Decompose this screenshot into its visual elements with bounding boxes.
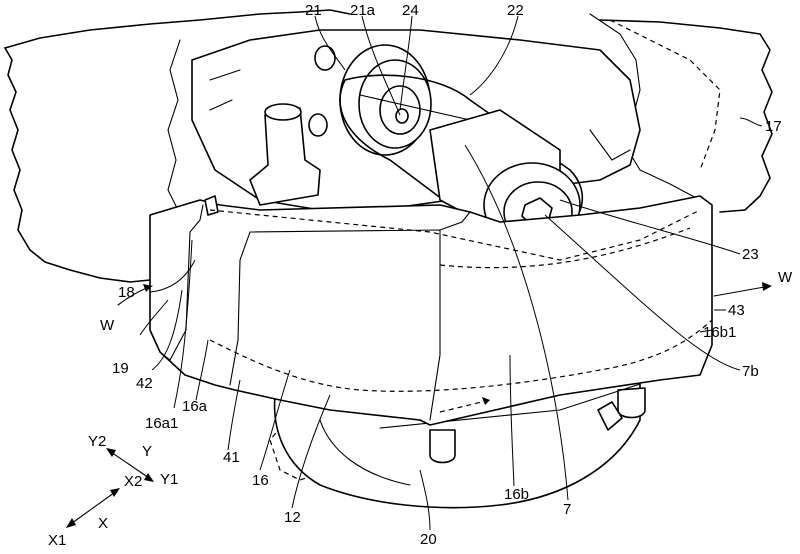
label-43: 43 xyxy=(728,302,745,319)
label-24: 24 xyxy=(402,2,419,19)
label-w-right: W xyxy=(778,269,793,286)
label-12: 12 xyxy=(284,509,301,526)
axis-label-x: X xyxy=(98,515,108,532)
label-16b1: 16b1 xyxy=(703,324,736,341)
bolts xyxy=(308,45,336,137)
pulley-21 xyxy=(339,44,432,156)
label-16a: 16a xyxy=(182,398,208,415)
reference-labels: 21 21a 24 22 17 23 W 43 16b1 7b 18 W 19 … xyxy=(48,2,793,549)
label-20: 20 xyxy=(420,531,437,548)
vehicle-body-outline xyxy=(4,9,773,283)
label-w-left: W xyxy=(100,317,115,334)
label-22: 22 xyxy=(507,2,524,19)
label-16b: 16b xyxy=(504,486,529,503)
label-21a: 21a xyxy=(350,2,376,19)
label-16a1: 16a1 xyxy=(145,415,178,432)
pipe-fitting xyxy=(249,103,321,206)
axis-label-y1: Y1 xyxy=(160,471,178,488)
label-21: 21 xyxy=(305,2,322,19)
label-16: 16 xyxy=(252,472,269,489)
label-19: 19 xyxy=(112,360,129,377)
axis-label-x1: X1 xyxy=(48,532,66,549)
label-41: 41 xyxy=(223,449,240,466)
dashed-channels xyxy=(209,209,713,392)
axis-label-y: Y xyxy=(142,443,152,460)
airflow-arrows xyxy=(117,282,772,306)
axis-indicator xyxy=(66,448,154,528)
label-23: 23 xyxy=(742,246,759,263)
cover-16 xyxy=(149,195,713,426)
flow-arrow xyxy=(439,397,491,413)
label-7b: 7b xyxy=(742,363,759,380)
label-18: 18 xyxy=(118,284,135,301)
axis-label-x2: X2 xyxy=(124,473,142,490)
leader-lines xyxy=(139,15,763,531)
label-42: 42 xyxy=(136,375,153,392)
label-7: 7 xyxy=(563,501,571,518)
axis-label-y2: Y2 xyxy=(88,433,106,450)
label-17: 17 xyxy=(765,118,782,135)
